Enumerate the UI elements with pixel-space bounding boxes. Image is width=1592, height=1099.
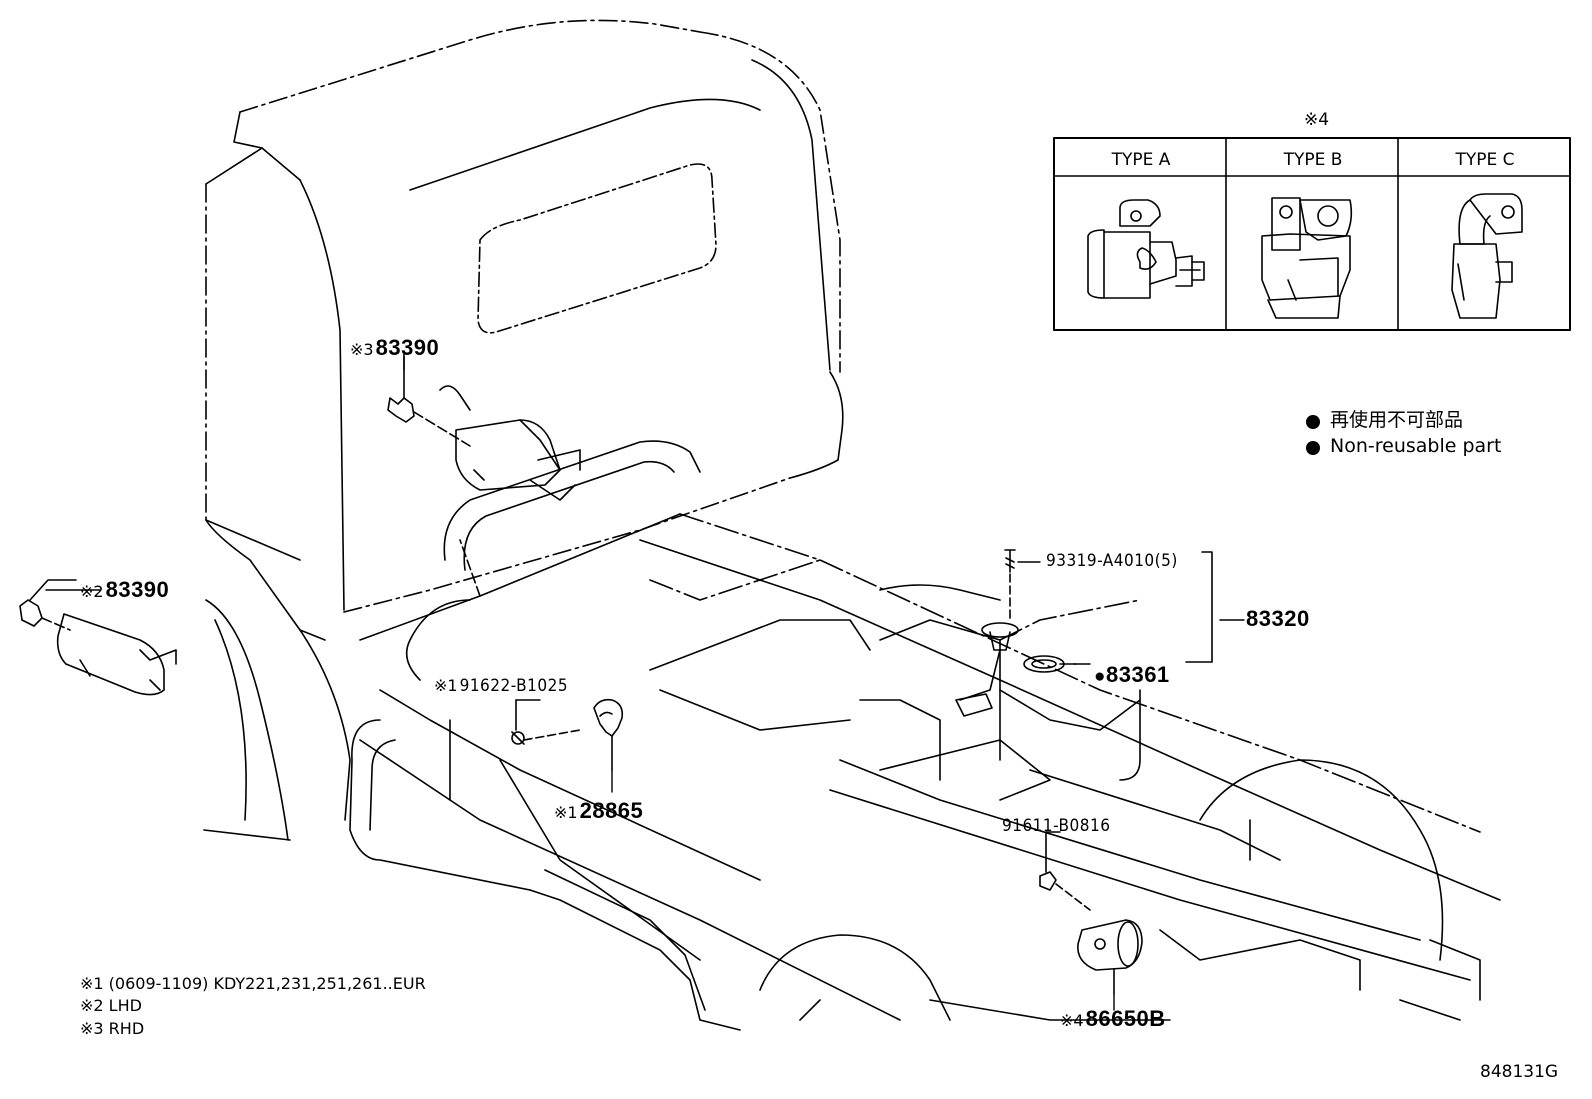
bullet-icon-jp — [1306, 415, 1320, 429]
truck-cab-outline — [203, 19, 844, 841]
type-table — [1053, 137, 1571, 331]
callout-mark: ※1 — [554, 803, 578, 822]
callout-86650b: ※486650B — [1060, 1008, 1166, 1030]
sensor-83390-rhd — [387, 355, 581, 501]
type-c-header: TYPE C — [1455, 150, 1515, 170]
callout-83361: ●83361 — [1094, 662, 1170, 687]
bolt-91622-b1025 — [511, 699, 581, 745]
callout-mark: ※1 — [434, 676, 458, 695]
part-number: 83361 — [1105, 662, 1170, 687]
callout-mark: ※3 — [350, 340, 374, 359]
horn-86650b — [1077, 919, 1143, 995]
part-number: 28865 — [579, 798, 644, 823]
legend-english: Non-reusable part — [1330, 435, 1502, 457]
chassis-frame — [349, 440, 1501, 1031]
part-number: 83390 — [105, 577, 170, 602]
callout-93319-a4010: 93319-A4010(5) — [1046, 553, 1178, 570]
footnote-2: ※2 LHD — [80, 996, 142, 1015]
part-number: 91622-B1025 — [459, 676, 569, 696]
footnote-3: ※3 RHD — [80, 1019, 145, 1038]
fuel-gauge-83320 — [955, 549, 1077, 717]
type-b-connector-drawing — [1261, 197, 1353, 319]
bullet-icon-en — [1306, 441, 1320, 455]
type-a-header: TYPE A — [1111, 150, 1171, 170]
callout-83390-lhd: ※283390 — [80, 579, 169, 601]
callout-28865: ※128865 — [554, 800, 643, 822]
bolt-91611-b0816 — [1039, 831, 1091, 911]
reference-code: 848131G — [1480, 1062, 1559, 1082]
footnote-1: ※1 (0609-1109) KDY221,231,251,261..EUR — [80, 974, 426, 993]
non-reusable-bullet-icon: ● — [1094, 666, 1106, 687]
type-c-connector-drawing — [1451, 193, 1523, 319]
callout-bracket-83320 — [1185, 551, 1213, 663]
part-number: 83390 — [375, 335, 440, 360]
callout-91611-b0816: 91611-B0816 — [1002, 818, 1110, 835]
part-number: 83320 — [1246, 606, 1310, 631]
sensor-83390-lhd — [19, 579, 177, 696]
part-number: 93319-A4010(5) — [1046, 551, 1178, 571]
callout-mark: ※4 — [1060, 1011, 1084, 1030]
clip-28865 — [593, 698, 624, 771]
callout-83390-rhd: ※383390 — [350, 337, 439, 359]
type-b-header: TYPE B — [1283, 150, 1343, 170]
legend-japanese: 再使用不可部品 — [1330, 409, 1464, 431]
callout-83320: 83320 — [1246, 608, 1310, 630]
type-table-note-mark: ※4 — [1304, 110, 1330, 130]
callout-mark: ※2 — [80, 582, 104, 601]
part-number: 86650B — [1085, 1006, 1166, 1031]
type-a-connector-drawing — [1087, 199, 1205, 299]
part-number: 91611-B0816 — [1002, 816, 1111, 836]
